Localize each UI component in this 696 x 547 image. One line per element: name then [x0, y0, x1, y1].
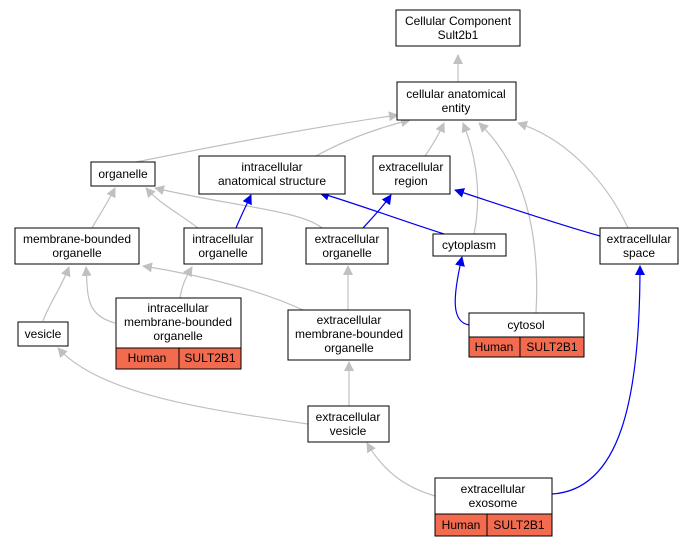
node-label-line: cytoplasm — [442, 238, 496, 252]
node-extracellular-region[interactable]: extracellular region — [372, 155, 451, 195]
node-label-line: membrane-bounded — [23, 232, 131, 246]
node-label-line: intracellular — [192, 232, 253, 246]
node-label-line: extracellular — [379, 160, 444, 174]
node-extracellular-organelle[interactable]: extracellular organelle — [305, 227, 389, 265]
node-label-line: Cellular Component — [405, 14, 512, 28]
node-label-line: organelle — [198, 246, 248, 260]
annotation-species: Human — [128, 351, 167, 365]
node-label-line: cellular anatomical — [406, 87, 505, 101]
node-label-line: organelle — [324, 341, 374, 355]
edge-organelle-to-ico — [145, 187, 199, 229]
node-label-line: extracellular — [315, 232, 380, 246]
node-label-line: organelle — [153, 329, 203, 343]
node-cellular-anatomical-entity[interactable]: cellular anatomical entity — [396, 81, 517, 121]
node-label-line: extracellular — [461, 482, 526, 496]
annotation-gene: SULT2B1 — [184, 351, 235, 365]
edge-mbo-to-imbo — [81, 266, 116, 324]
node-label-line: cytosol — [507, 318, 544, 332]
edge-mbo-to-embo — [142, 262, 304, 311]
annotation-gene: SULT2B1 — [526, 340, 577, 354]
annotation-species: Human — [442, 518, 481, 532]
edge-cae-to-ecs — [517, 121, 629, 229]
node-label-line: extracellular — [317, 313, 382, 327]
node-label-line: vesicle — [25, 327, 62, 341]
node-cytosol[interactable]: cytosol Human SULT2B1 — [468, 312, 585, 358]
edge-ecr-to-eco — [362, 194, 392, 229]
edge-cae-to-ias — [315, 117, 411, 157]
node-extracellular-exosome[interactable]: extracellular exosome Human SULT2B1 — [434, 477, 553, 537]
node-extracellular-space[interactable]: extracellular space — [599, 227, 679, 265]
edge-vesicle-to-ecv — [57, 347, 309, 425]
node-label-line: membrane-bounded — [295, 327, 403, 341]
edge-ecs-to-exosome — [551, 265, 645, 495]
node-label-line: organelle — [52, 246, 102, 260]
node-label-line: region — [394, 174, 427, 188]
edge-organelle-to-mbo — [91, 187, 116, 229]
node-label-line: space — [623, 246, 655, 260]
node-label-line: organelle — [98, 167, 148, 181]
edge-cytoplasm-to-cytosol — [454, 256, 470, 326]
node-label-line: entity — [442, 101, 471, 115]
node-label-line: intracellular — [147, 301, 208, 315]
node-label-line: organelle — [322, 246, 372, 260]
edge-organelle-to-eco — [154, 185, 323, 229]
edge-cae-to-cytosol — [478, 122, 538, 314]
node-intracellular-membrane-bounded-organelle[interactable]: intracellular membrane-bounded organelle… — [115, 297, 242, 370]
edge-cae-to-cytoplasm — [461, 122, 479, 235]
node-extracellular-membrane-bounded-organelle[interactable]: extracellular membrane-bounded organelle — [287, 309, 411, 361]
node-organelle[interactable]: organelle — [90, 161, 156, 187]
edge-ecv-to-exosome — [366, 442, 436, 497]
node-cellular-component-sult2b1[interactable]: Cellular Component Sult2b1 — [395, 9, 521, 47]
node-label-line: vesicle — [330, 424, 367, 438]
node-label-line: membrane-bounded — [124, 315, 232, 329]
node-label-line: anatomical structure — [218, 174, 326, 188]
node-intracellular-anatomical-structure[interactable]: intracellular anatomical structure — [198, 155, 346, 195]
edge-ias-to-ico — [235, 194, 252, 229]
edge-cae-to-ecr — [424, 122, 445, 157]
annotation-species: Human — [475, 340, 514, 354]
annotation-gene: SULT2B1 — [493, 518, 544, 532]
edge-mbo-to-vesicle — [42, 266, 71, 322]
edge-ecr-to-ecs — [454, 188, 601, 237]
node-label-line: extracellular — [316, 410, 381, 424]
node-extracellular-vesicle[interactable]: extracellular vesicle — [307, 405, 390, 443]
node-vesicle[interactable]: vesicle — [17, 321, 69, 347]
edge-ico-to-imbo — [179, 266, 193, 299]
node-label-line: exosome — [469, 496, 518, 510]
node-label-line: extracellular — [607, 232, 672, 246]
edge-ias-to-cytoplasm — [319, 190, 445, 235]
node-label-line: Sult2b1 — [438, 28, 479, 42]
node-cytoplasm[interactable]: cytoplasm — [432, 233, 507, 257]
node-membrane-bounded-organelle[interactable]: membrane-bounded organelle — [14, 227, 140, 265]
node-label-line: intracellular — [241, 160, 302, 174]
node-intracellular-organelle[interactable]: intracellular organelle — [183, 227, 263, 265]
edge-cae-to-organelle — [135, 111, 399, 163]
